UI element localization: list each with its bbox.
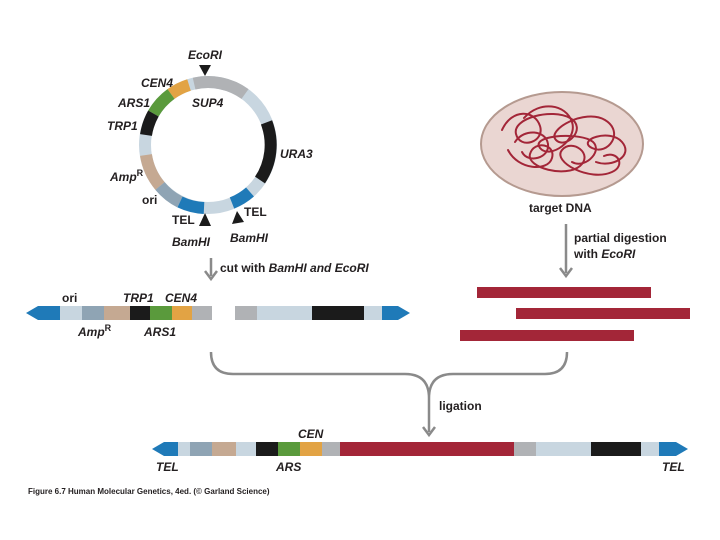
yac-backbone-left [178, 442, 190, 456]
ecori-top-label: EcoRI [188, 48, 223, 62]
plasmid-tel-right-segment [229, 187, 254, 209]
bamhi-right-site-marker [232, 211, 244, 224]
partial-digestion-line2: with EcoRI [573, 247, 636, 261]
yac-ura3-segment [591, 442, 641, 456]
target-fragment-2 [516, 308, 690, 319]
ligation-bracket [209, 351, 569, 399]
yac-ori-segment [190, 442, 212, 456]
plasmid-cen4-segment [167, 79, 192, 99]
ligation-arrow-head [422, 426, 436, 438]
ori-label: ori [142, 193, 157, 207]
yac-sup4-right-segment [514, 442, 536, 456]
fragment-ori-label: ori [62, 291, 77, 305]
nucleus-ellipse [480, 91, 644, 197]
tel-right-label: TEL [244, 205, 267, 219]
fragment-trp1-label: TRP1 [123, 291, 154, 305]
cut-with-label: cut with BamHI and EcoRI [220, 261, 369, 275]
plasmid-ura3-segment [254, 120, 277, 184]
ligation-label: ligation [439, 399, 482, 413]
yac-amp-segment [212, 442, 236, 456]
target-fragment-1 [477, 287, 651, 298]
target-fragment-3 [460, 330, 634, 341]
linear-vector-right-arm [235, 306, 410, 320]
left-arm-cen4-segment [172, 306, 192, 320]
left-arm-ars1-segment [150, 306, 172, 320]
chromatin-tangle [501, 105, 627, 176]
left-arm-sup4-segment [192, 306, 212, 320]
yac-cen-segment [300, 442, 322, 456]
fragment-ars1-label: ARS1 [143, 325, 176, 339]
bamhi-left-label: BamHI [172, 235, 211, 249]
left-arm-trp1-segment [130, 306, 150, 320]
right-arm-sup4-segment [235, 306, 257, 320]
yac-ars-label: ARS [275, 460, 301, 474]
yac-tel-left-end [152, 442, 178, 456]
right-arm-backbone-end [364, 306, 382, 320]
yac-spacer-segment [236, 442, 256, 456]
left-arm-backbone-segment [60, 306, 82, 320]
plasmid-circle [139, 76, 277, 214]
left-arm-ori-segment [82, 306, 104, 320]
yac-ars-segment [278, 442, 300, 456]
ars1-label: ARS1 [117, 96, 150, 110]
plasmid-ori-segment [155, 181, 183, 208]
ecori-site-marker [199, 65, 211, 76]
plasmid-trp1-segment [140, 110, 159, 137]
trp1-label: TRP1 [107, 119, 138, 133]
plasmid-tel-left-segment [177, 196, 205, 214]
yac-tel-left-label: TEL [156, 460, 179, 474]
plasmid-ars1-segment [148, 89, 175, 117]
ura3-label: URA3 [280, 147, 313, 161]
right-arm-ura3-segment [312, 306, 364, 320]
target-dna-label: target DNA [529, 201, 592, 215]
yac-backbone-end [641, 442, 659, 456]
sup4-label: SUP4 [192, 96, 224, 110]
yac-tel-right-end [659, 442, 688, 456]
tel-left-label: TEL [172, 213, 195, 227]
bamhi-right-label: BamHI [230, 231, 269, 245]
right-arm-tel-end [382, 306, 410, 320]
right-arm-backbone-segment [257, 306, 312, 320]
partial-digestion-line1: partial digestion [574, 231, 667, 245]
yac-backbone-right [536, 442, 591, 456]
linear-vector-left-arm [26, 306, 212, 320]
cut-arrow-head [204, 270, 218, 282]
recombinant-yac [152, 442, 688, 456]
left-arm-tel-end [26, 306, 60, 320]
amp-r-label: AmpR [109, 168, 144, 184]
flow-arrows [204, 224, 573, 438]
figure-caption: Figure 6.7 Human Molecular Genetics, 4ed… [28, 487, 270, 496]
bamhi-left-site-marker [199, 213, 211, 226]
cen4-label: CEN4 [141, 76, 173, 90]
fragment-cen4-label: CEN4 [165, 291, 197, 305]
plasmid-amp-segment [140, 153, 165, 190]
plasmid-sup4-segment [192, 76, 249, 99]
yac-cen-label: CEN [298, 427, 324, 441]
fragment-amp-r-label: AmpR [77, 323, 112, 339]
yac-trp1-segment [256, 442, 278, 456]
yac-tel-right-label: TEL [662, 460, 685, 474]
yac-insert-segment [340, 442, 514, 456]
digestion-arrow-head [559, 267, 573, 279]
yac-sup4-left-segment [322, 442, 340, 456]
left-arm-amp-segment [104, 306, 130, 320]
